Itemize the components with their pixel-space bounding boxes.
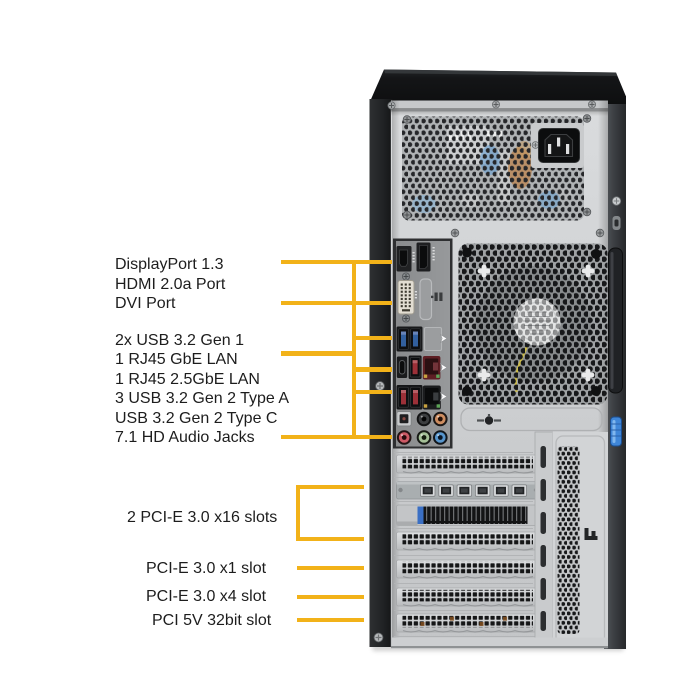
io-blank-square [423, 326, 443, 352]
chassis-screws-mid [450, 228, 605, 238]
callout-line-dvi [281, 300, 392, 306]
label-displayport: DisplayPort 1.3 [115, 256, 224, 273]
io-blank-plate [419, 278, 433, 321]
fan-rubber-pins [462, 247, 601, 396]
label-x16-slots: 2 PCI-E 3.0 x16 slots [127, 508, 278, 526]
io-panel [393, 238, 453, 449]
lan-port-gbe [422, 356, 441, 380]
frame-screw-bottom [373, 632, 384, 643]
side-vent-panel [552, 432, 608, 647]
pci-card-bracket-ports [396, 481, 540, 500]
displayport-port [416, 242, 435, 272]
callout-bracket-x16-bottom [295, 536, 364, 542]
slot-retention-bracket [534, 431, 553, 648]
label-x1-slot: PCI-E 3.0 x1 slot [146, 559, 267, 577]
callout-line-audio [281, 434, 392, 440]
pci-x16-open-slot [396, 504, 540, 526]
callout-bracket-x16-top [295, 484, 364, 490]
callout-bracket-x16-side [295, 484, 300, 542]
frame-screw-mid [375, 381, 385, 391]
pci-slot-cover [396, 454, 540, 474]
psu-screws [402, 114, 592, 220]
label-x4-slot: PCI-E 3.0 x4 slot [146, 587, 267, 605]
case-left-frame [369, 99, 393, 647]
side-screw [611, 196, 622, 206]
lip-screws [387, 100, 597, 110]
callout-line-displayport [281, 259, 392, 265]
callout-line-usb-red-row [353, 389, 392, 395]
psu-vent-grille [402, 114, 592, 221]
case-top-cap [370, 69, 626, 104]
latch-strip [460, 407, 603, 432]
label-audio: 7.1 HD Audio Jacks [115, 429, 255, 446]
callout-line-lan-gbe [281, 351, 356, 356]
fan-mount-cutouts [477, 264, 595, 382]
fan-hub-label [513, 298, 561, 346]
callout-line-usb3 [353, 335, 392, 340]
callout-line-x1 [297, 565, 364, 571]
label-usb-gen2-a: 3 USB 3.2 Gen 2 Type A [115, 390, 290, 408]
etched-arrow-icons [439, 333, 448, 402]
hdmi-port [396, 246, 415, 272]
label-lan-gbe: 1 RJ45 GbE LAN [115, 351, 238, 369]
pci-slot-cover [396, 559, 540, 579]
pci-slot-area [394, 452, 607, 637]
pci-slot-cover [396, 613, 540, 633]
callout-trunk-vertical [351, 259, 356, 440]
label-lan-2-5gbe: 1 RJ45 2.5GbE LAN [115, 370, 260, 388]
usb3-gen1-ports [396, 326, 423, 352]
fan-grille [450, 228, 608, 405]
dvi-port [397, 272, 417, 323]
callout-line-pci [297, 617, 364, 623]
label-usb-gen2-c: USB 3.2 Gen 2 Type C [115, 409, 278, 427]
label-pci-slot: PCI 5V 32bit slot [152, 611, 272, 629]
usb-gen2-port-single [408, 355, 422, 379]
audio-jacks [396, 411, 448, 445]
label-hdmi: HDMI 2.0a Port [115, 275, 226, 293]
callout-line-usbc-row [353, 367, 392, 372]
io-panel-icon [431, 292, 443, 301]
label-dvi: DVI Port [115, 295, 176, 312]
pci-slot-cover [396, 587, 540, 607]
bracket-icon [584, 528, 598, 540]
usb-gen2-ports-pair [396, 385, 423, 410]
callout-line-x4 [297, 594, 364, 600]
latch-icon [477, 414, 501, 425]
lan-port-2-5gbe [422, 385, 441, 410]
label-usb3-gen1: 2x USB 3.2 Gen 1 [115, 332, 244, 349]
pci-slot-cover [396, 531, 540, 551]
case-bottom [391, 637, 608, 649]
usb-c-port [396, 356, 408, 378]
blue-release-clip [610, 416, 622, 447]
power-inlet [531, 123, 584, 168]
